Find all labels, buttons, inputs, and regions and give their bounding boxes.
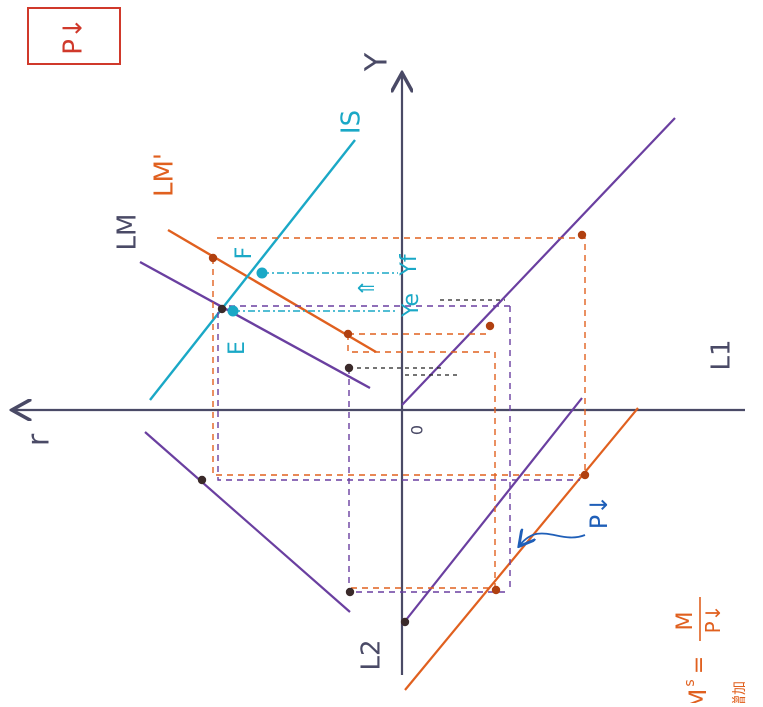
point-marker [485,321,495,331]
point-marker [343,329,353,339]
money-num: M [673,612,698,631]
teal-output-lines [233,272,398,312]
money-note: 增加 [732,681,748,703]
l2-prime-line [404,407,639,691]
title-box-label: P↓ [59,17,89,54]
lm-prime-label: LM' [150,153,180,197]
money-supply-equation: M s = M P↓ 增加 [673,597,748,707]
point-marker [577,230,587,240]
point-marker [400,617,410,627]
y-increase-arrow: ⇑ [355,279,380,297]
lm-prime-curve [167,228,377,354]
point-e-label: E [225,341,250,355]
lm-curve [139,260,371,390]
l1-label: L1 [707,339,737,370]
point-marker [491,585,501,595]
point-marker [217,304,227,314]
money-lhs: M [684,689,712,703]
l2-label: L2 [357,639,387,670]
point-marker [208,253,218,263]
point-marker [580,470,590,480]
point-marker [345,587,355,597]
is-curve [149,139,356,401]
price-fall-pointer [520,533,586,545]
yf-label: Yf [397,253,422,276]
lm-label: LM [113,214,143,251]
point-marker [197,475,207,485]
point-f-label: F [232,247,257,260]
point-marker [344,363,354,373]
purple-projections [217,305,580,593]
price-fall-label: P↓ [585,495,613,530]
money-sup: s [682,679,698,686]
origin-label: 0 [408,425,427,435]
ye-label: Ye [399,293,424,318]
money-den: P↓ [701,605,725,634]
title-box [27,7,121,65]
y-axis-label: Y [360,52,395,72]
l2-line [401,397,583,626]
r-axis-label: r [22,433,57,446]
point-f-marker [256,267,268,279]
money-eq: = [687,656,712,674]
black-guides [349,299,505,376]
l3-line [144,431,351,613]
l1-line [401,117,676,406]
point-e-marker [227,305,239,317]
is-label: IS [337,110,367,134]
